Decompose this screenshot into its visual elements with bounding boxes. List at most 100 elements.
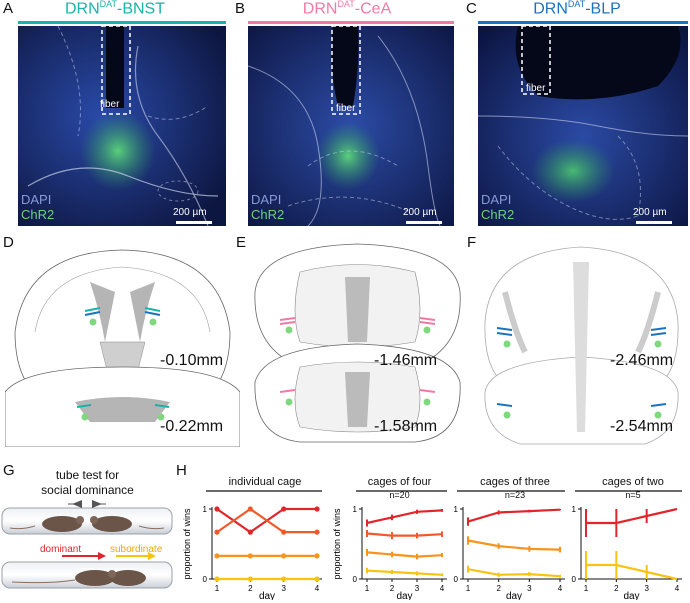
- data-point: [281, 529, 287, 535]
- micrograph-a: fiber DAPI ChR2 200 µm: [18, 26, 226, 226]
- series-line: [586, 507, 678, 525]
- panel-b-title: DRNDAT-CeA: [262, 0, 432, 18]
- panel-c-superscript: DAT: [567, 0, 586, 9]
- x-tick-label: 1: [466, 584, 471, 593]
- x-tick-label: 1: [215, 584, 220, 593]
- fiber-label-b: fiber: [336, 103, 356, 114]
- fiber-label-a: fiber: [100, 99, 120, 110]
- x-tick-label: 4: [675, 584, 680, 593]
- panel-letter-g: G: [3, 462, 15, 479]
- panel-g-title-line1: tube test for: [55, 468, 120, 482]
- atlas-d-upper-coord: -0.10mm: [160, 352, 224, 369]
- data-point: [314, 576, 320, 582]
- x-tick-label: 3: [644, 584, 649, 593]
- x-tick-label: 4: [558, 584, 563, 593]
- fiber-label-c: fiber: [526, 83, 546, 94]
- x-axis-label: day: [506, 591, 522, 600]
- panel-b-superscript: DAT: [337, 0, 355, 9]
- atlas-f-lower-coord: -2.54mm: [610, 418, 674, 435]
- y-axis-label: proportion of wins: [182, 508, 192, 580]
- plot-n: n=23: [504, 490, 526, 500]
- panel-c-color-bar: [478, 21, 688, 24]
- y-tick-label: 0: [454, 575, 459, 584]
- x-tick-label: 2: [390, 584, 395, 593]
- panel-letter-b: B: [235, 0, 246, 17]
- dapi-label-a: DAPI: [21, 192, 52, 207]
- tube-test-illustration: [1, 500, 173, 589]
- scale-label-c: 200 µm: [633, 207, 667, 218]
- x-tick-label: 1: [584, 584, 589, 593]
- series-line: [366, 509, 443, 525]
- data-point: [214, 576, 220, 582]
- scale-bar-a: [176, 221, 212, 224]
- panel-letter-f: F: [467, 234, 477, 251]
- panel-c-region: DRN: [533, 0, 568, 18]
- panel-a-region: DRN: [64, 0, 100, 18]
- x-tick-label: 3: [415, 584, 420, 593]
- chr2-label-b: ChR2: [251, 207, 285, 222]
- data-point: [281, 553, 287, 559]
- x-tick-label: 4: [440, 584, 445, 593]
- atlas-e-upper-coord: -1.46mm: [374, 352, 438, 369]
- x-tick-label: 2: [248, 584, 253, 593]
- fiber-markers-f: [496, 327, 667, 419]
- plot-title: cages of two: [602, 476, 664, 488]
- atlas-d-lower-coord: -0.22mm: [160, 418, 224, 435]
- data-point: [214, 553, 220, 559]
- y-tick-label: 1: [203, 505, 208, 514]
- chr2-label-a: ChR2: [21, 207, 55, 222]
- data-point: [247, 529, 253, 535]
- micrograph-c-image: [478, 26, 688, 226]
- panel-letter-h: H: [176, 462, 187, 479]
- panel-b-target: -CeA: [354, 0, 392, 18]
- series-line: [586, 563, 678, 581]
- series-line: [467, 539, 561, 551]
- y-axis-label: proportion of wins: [332, 508, 342, 580]
- scale-label-b: 200 µm: [403, 207, 437, 218]
- panel-b-color-bar: [248, 21, 454, 24]
- fiber-markers-d: [76, 307, 170, 421]
- panel-g-title: tube test for social dominance: [0, 468, 175, 498]
- panel-a-color-bar: [18, 21, 226, 24]
- data-point: [281, 576, 287, 582]
- plot-title: cages of four: [367, 476, 432, 488]
- plot-title: individual cage: [228, 476, 302, 488]
- panel-a-title: DRNDAT-BNST: [30, 0, 200, 18]
- atlas-d: [5, 249, 240, 447]
- fiber-markers-e: [279, 317, 436, 406]
- panel-letter-c: C: [466, 0, 477, 17]
- chr2-label-c: ChR2: [481, 207, 515, 222]
- panel-letter-d: D: [3, 234, 14, 251]
- data-point: [247, 576, 253, 582]
- x-tick-label: 1: [365, 584, 370, 593]
- panel-b-region: DRN: [302, 0, 338, 18]
- series-line: [467, 508, 561, 523]
- plot-title: cages of three: [480, 476, 550, 488]
- scale-label-a: 200 µm: [173, 207, 207, 218]
- panel-g-title-line2: social dominance: [41, 483, 134, 497]
- panel-letter-a: A: [3, 0, 14, 17]
- data-point: [247, 553, 253, 559]
- data-point: [314, 506, 320, 512]
- data-point: [314, 553, 320, 559]
- dapi-label-c: DAPI: [481, 192, 512, 207]
- panel-c-title: DRNDAT-BLP: [492, 0, 662, 18]
- micrograph-a-image: [18, 26, 226, 226]
- dominant-label: dominant: [40, 544, 82, 555]
- data-point: [281, 506, 287, 512]
- micrograph-b: fiber DAPI ChR2 200 µm: [248, 26, 454, 226]
- atlas-e: [254, 243, 461, 443]
- subordinate-label: subordinate: [110, 544, 163, 555]
- panel-a-target: -BNST: [117, 0, 165, 18]
- plot-n: n=5: [625, 490, 641, 500]
- plot-n: n=20: [389, 490, 410, 500]
- atlas-f-upper-coord: -2.46mm: [610, 352, 674, 369]
- x-tick-label: 2: [614, 584, 619, 593]
- series-line: [366, 532, 443, 537]
- y-tick-label: 0: [203, 575, 208, 584]
- data-point: [214, 506, 220, 512]
- y-tick-label: 0: [572, 575, 577, 584]
- micrograph-b-image: [248, 26, 454, 226]
- panel-c-target: -BLP: [585, 0, 621, 18]
